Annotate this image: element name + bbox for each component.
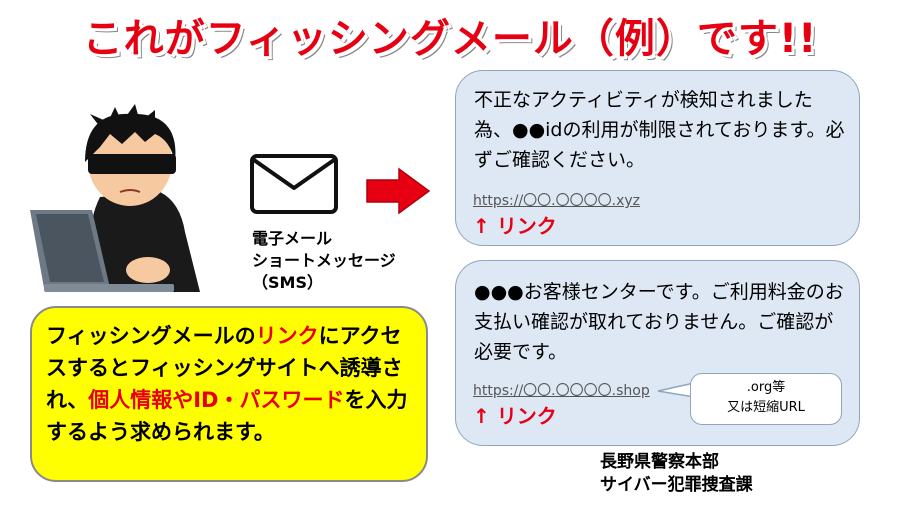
envelope-icon xyxy=(250,154,338,214)
warning-highlight-personal-info: 個人情報や xyxy=(88,388,194,412)
sms-label-line1: 電子メール xyxy=(252,229,333,248)
issuer-line2: サイバー犯罪捜査課 xyxy=(600,475,753,495)
message-1-text: 不正なアクティビティが検知されました為、●●idの利用が制限されております。必ず… xyxy=(474,89,845,171)
warning-highlight-id-password: ID・パスワード xyxy=(193,388,345,412)
hacker-illustration xyxy=(30,104,200,292)
message-2-link-label: ↑ リンク xyxy=(473,404,557,428)
warning-highlight-link: リンク xyxy=(255,324,319,348)
issuer-credit: 長野県警察本部 サイバー犯罪捜査課 xyxy=(600,451,753,497)
message-1-link-label: ↑ リンク xyxy=(473,214,557,238)
message-2-url: https://〇〇.〇〇〇〇.shop xyxy=(473,383,650,399)
right-arrow-icon xyxy=(366,167,431,215)
sms-label: 電子メール ショートメッセージ （SMS） xyxy=(252,228,396,294)
warning-text-2: にアクセスするとフィッシングサイトへ誘導され、 xyxy=(46,324,403,412)
issuer-line1: 長野県警察本部 xyxy=(600,452,719,472)
page-title: これがフィッシングメール（例）です!! xyxy=(82,16,818,62)
sms-label-line2: ショートメッセージ xyxy=(252,251,396,270)
phishing-message-1: 不正なアクティビティが検知されました為、●●idの利用が制限されております。必ず… xyxy=(455,70,860,246)
message-2-text: ●●●お客様センターです。ご利用料金のお支払い確認が取れておりません。ご確認が必… xyxy=(474,281,844,363)
warning-text-3: を入力するよう求められます。 xyxy=(46,388,408,444)
warning-box: フィッシングメールのリンクにアクセスするとフィッシングサイトへ誘導され、個人情報… xyxy=(30,306,428,482)
sms-label-line3: （SMS） xyxy=(252,273,323,292)
warning-text-1: フィッシングメールの xyxy=(46,324,256,348)
message-1-url: https://〇〇.〇〇〇〇.xyz xyxy=(473,193,641,209)
url-note-line1: .org等 xyxy=(746,380,786,395)
url-note-callout: .org等 又は短縮URL xyxy=(690,373,842,425)
url-note-line2: 又は短縮URL xyxy=(727,400,805,415)
